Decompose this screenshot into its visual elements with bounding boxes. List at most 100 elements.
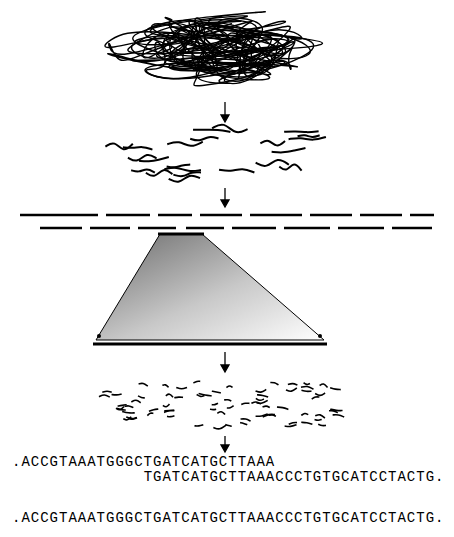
small-fragment xyxy=(149,409,158,411)
dna-fragment xyxy=(219,169,254,172)
small-fragment xyxy=(164,410,174,412)
corner-dot xyxy=(97,334,101,338)
small-fragment xyxy=(270,382,278,384)
dna-loop xyxy=(163,33,271,80)
small-fragment xyxy=(131,400,140,403)
small-fragment xyxy=(333,415,345,417)
small-fragment xyxy=(301,414,308,416)
fragment-segment xyxy=(186,227,224,230)
small-fragment xyxy=(124,406,133,408)
genome-tangle xyxy=(105,12,323,86)
dna-fragment xyxy=(289,137,326,140)
dna-fragment xyxy=(167,142,203,146)
fragment-segment xyxy=(338,227,384,230)
small-fragment xyxy=(240,423,247,425)
small-fragment xyxy=(199,394,212,396)
dna-fragment xyxy=(212,125,247,133)
dna-fragment xyxy=(272,148,306,152)
small-fragment xyxy=(289,423,297,425)
fragment-segment xyxy=(138,227,176,230)
small-fragment xyxy=(257,395,268,397)
fragment-segment xyxy=(158,214,192,217)
fragment-segment xyxy=(284,227,330,230)
small-fragment xyxy=(166,394,173,397)
small-fragment xyxy=(320,384,328,387)
small-fragment xyxy=(288,384,298,385)
dna-fragment xyxy=(190,137,218,140)
small-fragment xyxy=(122,411,135,412)
fragment-segment xyxy=(106,214,150,217)
small-fragment xyxy=(286,388,297,391)
small-fragment xyxy=(102,391,111,394)
small-fragment xyxy=(162,385,168,388)
small-fragment xyxy=(263,406,270,407)
dna-fragment xyxy=(105,143,132,149)
fragment-segment xyxy=(90,227,130,230)
small-fragment xyxy=(301,422,312,424)
small-fragment xyxy=(167,415,174,417)
small-fragment xyxy=(138,396,145,398)
sequence-read: TGATCATGCTTAAACCCTGTGCATCCTACTG. xyxy=(144,469,445,485)
small-fragment xyxy=(195,425,204,426)
small-fragment xyxy=(224,400,231,401)
dna-fragment xyxy=(279,165,301,171)
fragment-segment xyxy=(360,214,402,217)
small-fragment xyxy=(139,383,148,386)
corner-dot xyxy=(318,334,322,338)
small-fragment xyxy=(126,417,137,419)
small-fragment xyxy=(315,393,325,395)
large-fragments xyxy=(105,125,326,182)
small-fragment xyxy=(212,403,218,404)
small-fragment xyxy=(315,419,322,421)
dna-fragment xyxy=(260,141,285,146)
small-fragment xyxy=(304,383,310,385)
small-fragment xyxy=(241,419,251,421)
small-fragment xyxy=(241,403,249,404)
dna-fragment xyxy=(256,160,289,166)
fragment-segment xyxy=(410,214,434,217)
small-fragment xyxy=(116,406,124,409)
sequence-read: .ACCGTAAATGGGCTGATCATGCTTAAA xyxy=(12,454,275,470)
small-fragment xyxy=(256,400,267,403)
fragment-segment xyxy=(310,214,352,217)
fragment-segment xyxy=(200,214,242,217)
flow-arrows xyxy=(221,102,229,452)
small-fragment xyxy=(163,404,170,407)
small-fragment xyxy=(210,408,216,410)
small-fragment xyxy=(164,410,174,412)
small-fragment xyxy=(112,393,122,395)
small-fragment xyxy=(99,395,110,397)
dna-fragment xyxy=(167,165,191,168)
small-fragment xyxy=(330,388,341,390)
small-fragment xyxy=(147,413,153,416)
small-fragment xyxy=(213,425,226,429)
arrow-head xyxy=(221,445,229,452)
small-fragment xyxy=(301,390,311,391)
small-fragment xyxy=(226,386,232,388)
small-fragment xyxy=(174,396,183,398)
small-fragment xyxy=(217,412,225,415)
small-fragment xyxy=(277,407,288,409)
small-fragment xyxy=(318,424,326,425)
small-fragment xyxy=(176,387,187,388)
flow-arrow xyxy=(224,352,225,366)
small-fragment xyxy=(285,425,297,427)
dna-fragment xyxy=(164,168,201,171)
small-fragment xyxy=(193,381,200,383)
sequence-read: .ACCGTAAATGGGCTGATCATGCTTAAACCCTGTGCATCC… xyxy=(12,510,444,526)
dna-fragment xyxy=(128,155,157,161)
dna-fragment xyxy=(284,130,318,133)
fragment-segment xyxy=(40,227,82,230)
small-fragment xyxy=(315,415,325,418)
dna-fragment xyxy=(131,169,155,172)
fragment-rows xyxy=(20,215,434,228)
small-fragment xyxy=(330,409,342,410)
arrow-head xyxy=(221,365,229,372)
dna-fragment xyxy=(193,130,230,132)
fragment-segment xyxy=(250,214,302,217)
arrow-head xyxy=(221,200,229,207)
small-fragment xyxy=(212,391,221,393)
dna-fragment xyxy=(173,172,201,176)
small-fragment xyxy=(256,389,267,392)
